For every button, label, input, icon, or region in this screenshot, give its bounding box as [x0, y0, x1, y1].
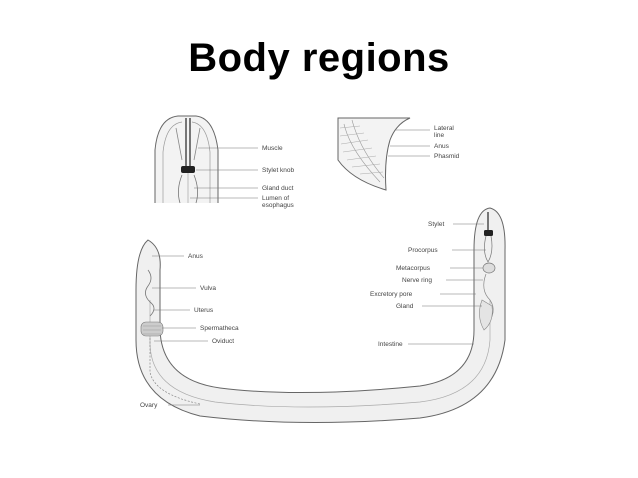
label-head-muscle: Muscle: [262, 145, 283, 152]
worm-body: [135, 207, 506, 424]
label-nerve-ring: Nerve ring: [402, 277, 432, 284]
label-procorpus: Procorpus: [408, 247, 438, 254]
label-gland: Gland: [396, 303, 414, 310]
label-oviduct: Oviduct: [212, 338, 234, 345]
label-stylet: Stylet: [428, 221, 444, 228]
label-head-gland-duct: Gland duct: [262, 185, 294, 192]
tail-detail: [337, 117, 430, 191]
label-spermatheca: Spermatheca: [200, 325, 239, 332]
label-tail-phasmid: Phasmid: [434, 153, 460, 160]
head-detail: [154, 115, 258, 204]
label-excretory-pore: Excretory pore: [370, 291, 413, 298]
label-metacorpus: Metacorpus: [396, 265, 431, 272]
label-tail-anus: Anus: [434, 143, 450, 150]
label-ovary: Ovary: [140, 402, 158, 409]
label-uterus: Uterus: [194, 307, 214, 314]
label-anus: Anus: [188, 253, 204, 260]
label-vulva: Vulva: [200, 285, 216, 292]
label-tail-lateral-2: line: [434, 132, 445, 139]
label-head-lumen-2: esophagus: [262, 202, 295, 209]
label-intestine: Intestine: [378, 341, 403, 348]
label-head-lumen-1: Lumen of: [262, 195, 289, 202]
label-head-stylet-knob: Stylet knob: [262, 167, 295, 174]
label-tail-lateral-1: Lateral: [434, 125, 454, 132]
slide-title: Body regions: [188, 36, 450, 80]
